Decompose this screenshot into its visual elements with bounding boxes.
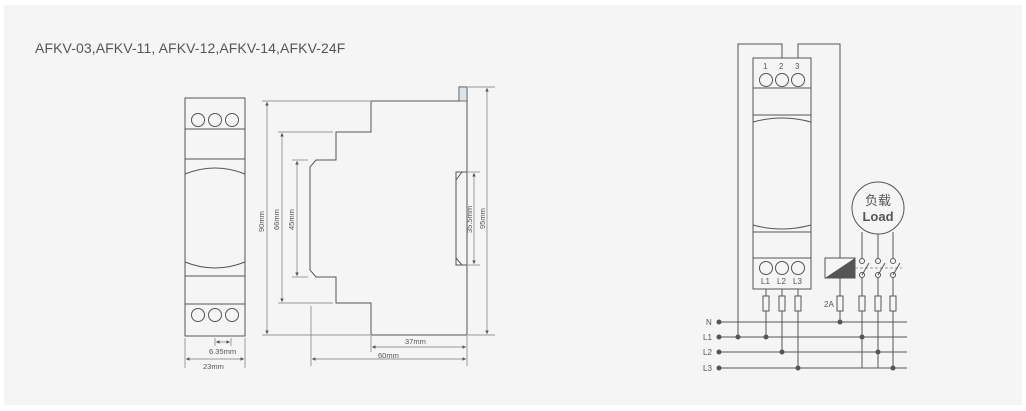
terminal-label-l1: L1: [761, 277, 770, 286]
front-view: 6.35mm 23mm: [184, 97, 246, 371]
dim-height-66: 66mm: [272, 209, 281, 230]
dim-height-45: 45mm: [287, 209, 296, 230]
bus-label-l2: L2: [703, 348, 712, 357]
terminal-label-2: 2: [779, 62, 784, 71]
dim-din-rail: 35.5mm: [465, 206, 474, 233]
supply-buses: [719, 321, 907, 369]
terminal-label-3: 3: [795, 62, 800, 71]
fuse-rating-label: 2A: [824, 300, 834, 309]
bus-label-n: N: [706, 318, 712, 327]
terminal-label-l2: L2: [777, 277, 786, 286]
load-label-en: Load: [862, 209, 893, 224]
fuse-icons: [762, 295, 897, 312]
load-label-cn: 负载: [865, 194, 891, 209]
side-view: 90mm 66mm 45mm 35.5mm 95mm 37mm 60mm: [257, 86, 495, 366]
relay-module: [752, 57, 812, 290]
dim-height-90: 90mm: [257, 211, 266, 232]
dim-depth-60: 60mm: [378, 351, 399, 360]
dim-height-95: 95mm: [478, 208, 487, 229]
dim-terminal-pitch: 6.35mm: [209, 347, 236, 356]
terminal-label-l3: L3: [793, 277, 802, 286]
dim-depth-37: 37mm: [405, 337, 426, 346]
bus-label-l1: L1: [703, 333, 712, 342]
model-list-title: AFKV-03,AFKV-11, AFKV-12,AFKV-14,AFKV-24…: [35, 40, 346, 56]
terminal-label-1: 1: [763, 62, 768, 71]
junction-dots: [716, 319, 896, 371]
wiring-diagram: 1 2 3 L1 L2 L3 负载 Load 2A: [703, 43, 907, 373]
bus-label-l3: L3: [703, 364, 712, 373]
dim-width: 23mm: [203, 362, 224, 371]
